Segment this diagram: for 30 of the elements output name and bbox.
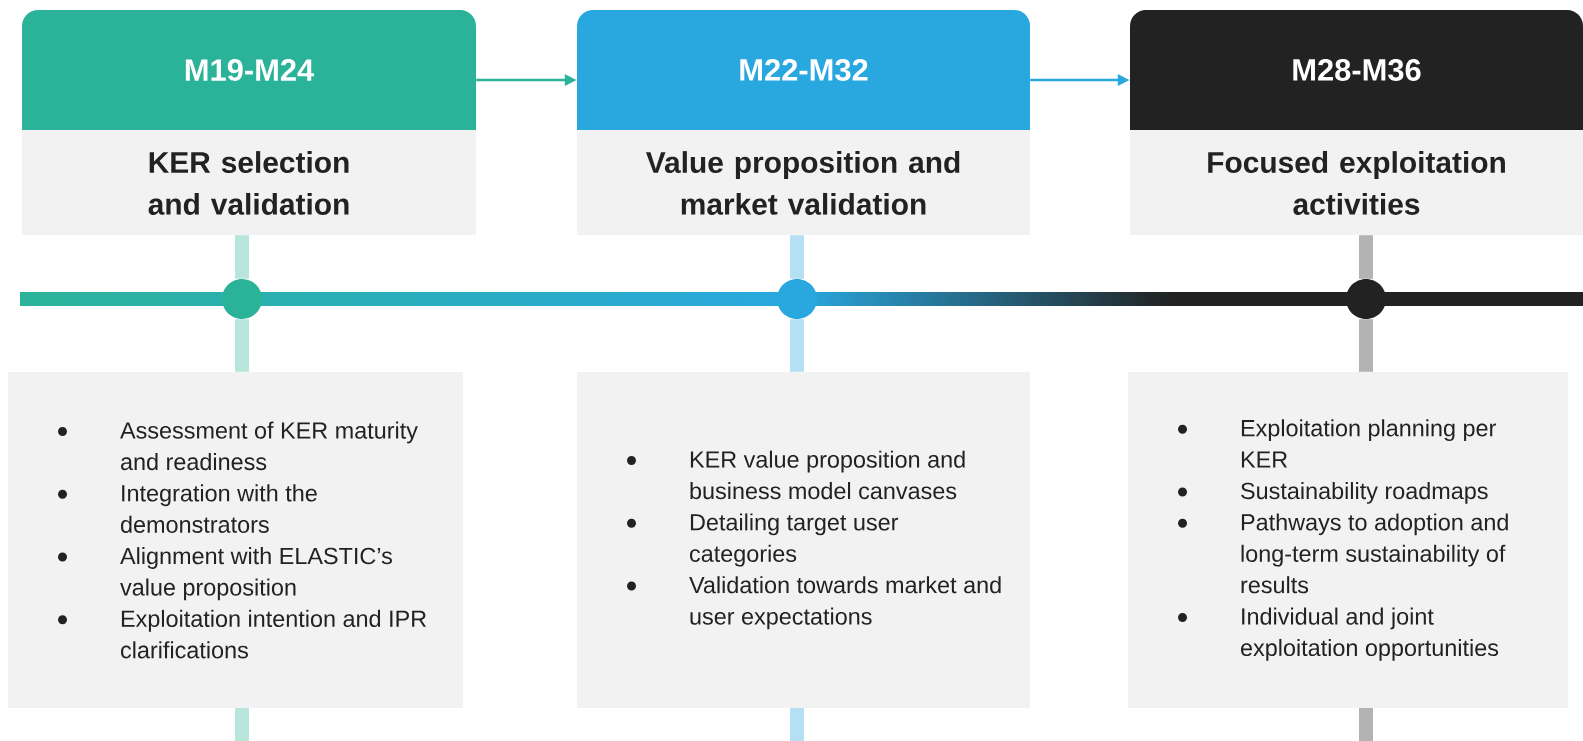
bullet-item: Individual and joint exploitation opportunities [1178,607,1499,661]
node-label: KER selection and validation [148,151,349,215]
bullet-item: Exploitation intention and IPR clarifications [58,609,426,659]
stage-card: M19-M24 KER selection and validation [22,10,476,235]
bullet-item: Alignment with ELASTIC’s value proposition [58,547,392,601]
vertical-line [235,319,249,372]
stage-card: M28-M36 Focused exploitation activities [1130,10,1583,235]
node-label: Value proposition and market validation [645,151,960,215]
timeline-dot [777,279,817,319]
timeline-dot [1346,279,1386,319]
bullet-box [577,372,1030,708]
bullet-item: Assessment of KER maturity and readiness [58,421,418,471]
node-label: Focused exploitation activities [1208,151,1505,215]
bullet-item: Exploitation planning per KER [1178,419,1496,468]
bullet-item: Integration with the demonstrators [58,484,317,533]
bullet-box [8,372,463,708]
vertical-line [1359,319,1373,372]
stage-card: M22-M32 Value proposition and market validation [577,10,1030,235]
bullet-item: Detailing target user categories [627,513,899,567]
vertical-line [1359,235,1373,279]
timeline-bar [20,292,1583,306]
bullet-item: KER value proposition and business model canvases [627,450,965,500]
vertical-line [790,319,804,372]
bullet-box [1128,372,1568,708]
bullet-item: Sustainability roadmaps [1178,482,1488,504]
timeline-dot [222,279,262,319]
bullet-item: Validation towards market and user expectations [627,576,1001,630]
bullet-item: Pathways to adoption and long-term sustainability of results [1178,513,1508,594]
vertical-line [790,235,804,279]
vertical-line [235,235,249,279]
